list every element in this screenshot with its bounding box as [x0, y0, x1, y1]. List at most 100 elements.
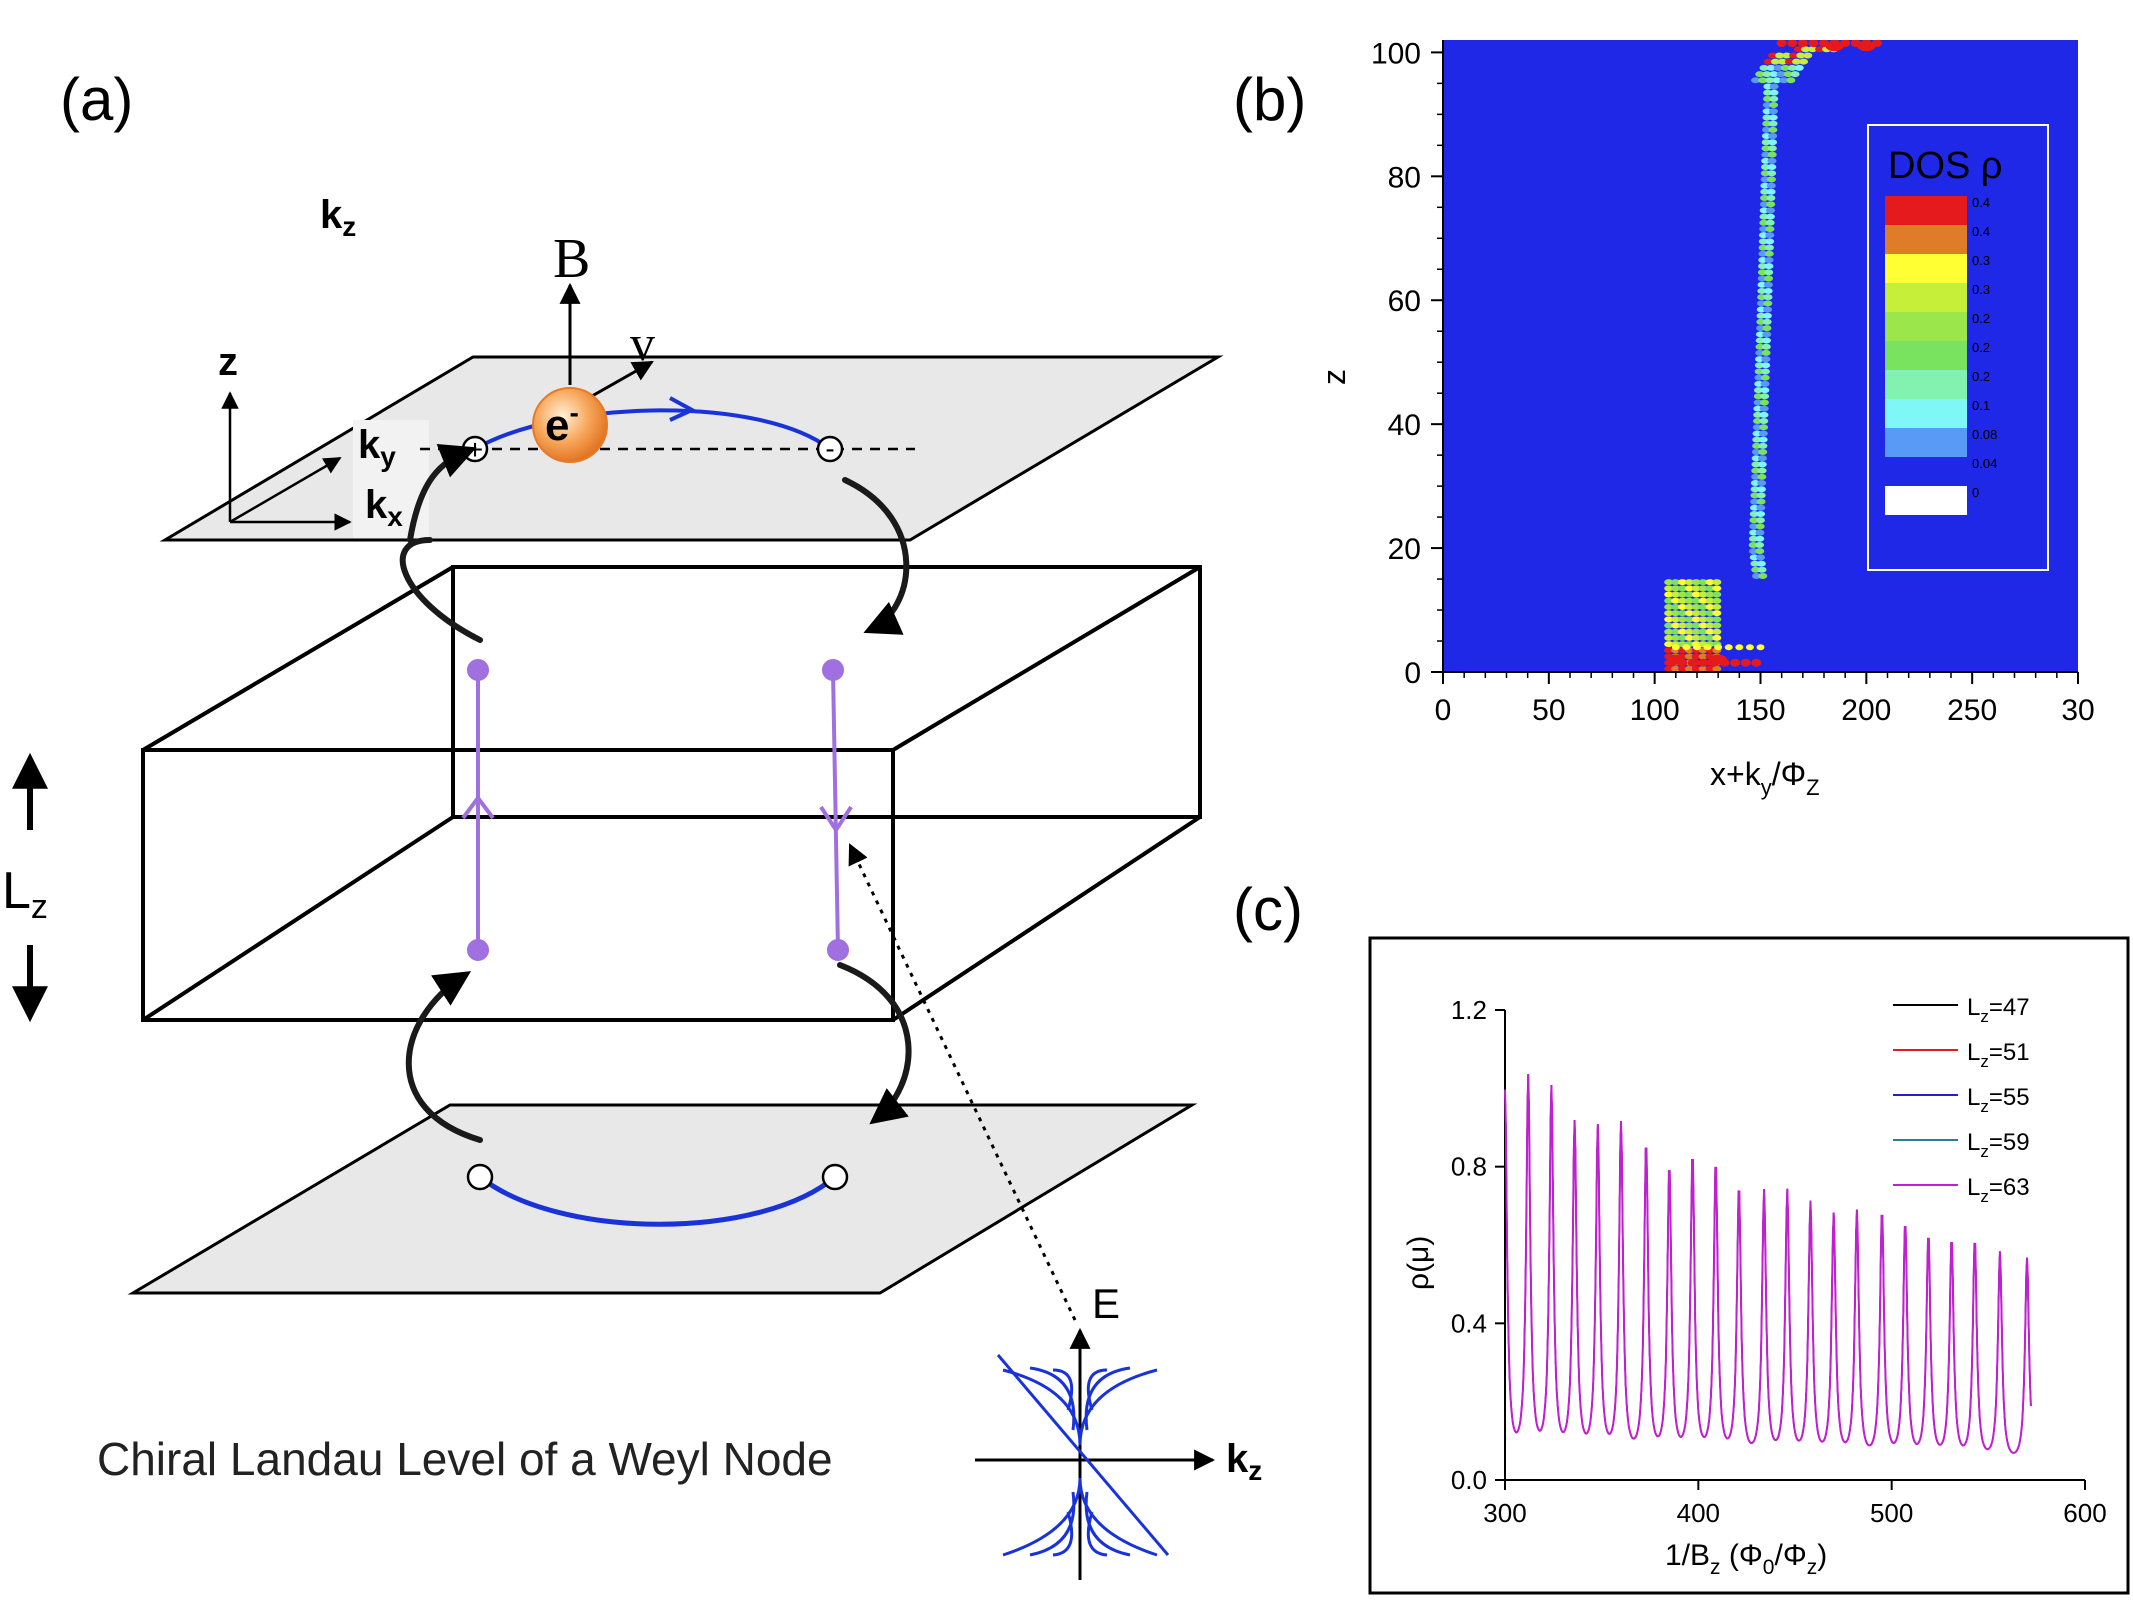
dos-warm-cell — [1745, 644, 1754, 651]
dos-cell — [1691, 628, 1701, 635]
dos-warm-cell — [1714, 644, 1723, 651]
dos-cell — [1684, 653, 1694, 660]
dos-cell — [1755, 517, 1765, 524]
dos-cell — [1671, 622, 1681, 629]
dos-cell — [1698, 603, 1708, 610]
dos-cell — [1755, 523, 1765, 530]
dos-cell — [1769, 102, 1779, 109]
dos-cell — [1749, 554, 1759, 561]
dos-hot-cell — [1840, 40, 1851, 48]
dos-cell — [1750, 492, 1760, 499]
dos-cell — [1764, 250, 1774, 257]
panel-a-caption: Chiral Landau Level of a Weyl Node — [97, 1433, 833, 1485]
dos-cell — [1752, 442, 1762, 449]
dos-cell — [1760, 393, 1770, 400]
heatmap-y-tick-label: 80 — [1388, 161, 1421, 194]
colorbar-swatch — [1885, 283, 1967, 312]
dos-cell — [1712, 579, 1722, 586]
dos-cell — [1764, 275, 1774, 282]
momentum-axes — [221, 391, 352, 531]
dos-cell — [1684, 616, 1694, 623]
dos-cell — [1756, 511, 1766, 517]
dos-cell — [1753, 405, 1763, 412]
dos-cell — [1753, 393, 1763, 400]
dos-hot-cell — [1719, 658, 1730, 667]
dos-cell — [1754, 380, 1764, 387]
legend-label: Lz=55 — [1967, 1084, 2030, 1116]
heatmap-x-tick-label: 150 — [1735, 694, 1785, 727]
heatmap-xlabel: x+ky/ΦZ — [1710, 756, 1820, 800]
weyl-node-minus: - — [816, 433, 844, 464]
line-plot-y-ticks: 0.00.40.81.2 — [1451, 995, 1505, 1495]
legend-label: Lz=59 — [1967, 1129, 2030, 1161]
dos-cell — [1712, 591, 1722, 598]
dos-cell — [1756, 492, 1766, 499]
line-plot-x-tick-label: 600 — [2063, 1498, 2106, 1528]
dos-hot-cell — [1698, 658, 1709, 667]
lz-label: Lz — [2, 862, 48, 926]
colorbar-level-label: 0.2 — [1972, 311, 1990, 326]
dos-cell — [1767, 164, 1777, 171]
dos-cell — [1758, 449, 1768, 456]
dos-cell — [1751, 455, 1761, 462]
dos-cell — [1698, 579, 1708, 586]
line-plot-y-tick-label: 1.2 — [1451, 995, 1487, 1025]
dos-cell — [1664, 610, 1674, 617]
dos-cell — [1705, 585, 1715, 592]
dos-cell — [1691, 585, 1701, 592]
dos-cell — [1791, 58, 1801, 65]
dos-cell — [1753, 411, 1763, 418]
dos-cell — [1705, 622, 1715, 629]
dos-cell — [1749, 529, 1759, 536]
colorbar-swatch — [1885, 225, 1967, 254]
dos-cell — [1698, 597, 1708, 604]
dos-cell — [1759, 64, 1769, 71]
dos-cell — [1767, 151, 1777, 158]
dos-cell — [1759, 424, 1769, 431]
dos-cell — [1677, 597, 1687, 604]
dos-cell — [1705, 634, 1715, 641]
dos-cell — [1664, 603, 1674, 610]
dos-cell — [1698, 665, 1708, 672]
dos-cell — [1757, 480, 1767, 487]
dos-cell — [1786, 77, 1796, 84]
velocity-arrow — [584, 360, 654, 402]
dos-warm-cell — [1682, 644, 1691, 651]
dos-cell — [1671, 585, 1681, 592]
dos-cell — [1698, 591, 1708, 598]
dos-hot-cell — [1708, 658, 1719, 667]
dos-cell — [1815, 46, 1825, 53]
dos-cell — [1755, 343, 1765, 350]
dos-cell — [1664, 591, 1674, 598]
dos-cell — [1698, 610, 1708, 617]
dos-cell — [1664, 597, 1674, 604]
line-plot-x-tick-label: 500 — [1870, 1498, 1913, 1528]
dos-cell — [1677, 665, 1687, 672]
dos-cell — [1691, 622, 1701, 629]
line-plot-y-tick-label: 0.4 — [1451, 1308, 1487, 1338]
dos-cell — [1763, 300, 1773, 307]
legend-label: Lz=51 — [1967, 1039, 2030, 1071]
dos-cell — [1751, 572, 1761, 579]
dos-cell — [1671, 579, 1681, 586]
dos-cell — [1758, 250, 1768, 257]
bottom-node-right — [821, 1163, 849, 1191]
dos-cell — [1664, 622, 1674, 629]
colorbar-level-label: 0.1 — [1972, 398, 1990, 413]
dos-cell — [1760, 380, 1770, 387]
dos-hot-cell — [1666, 658, 1677, 667]
dos-cell — [1712, 628, 1722, 635]
dos-cell — [1760, 182, 1770, 189]
dos-cell — [1705, 665, 1715, 672]
dos-cell — [1762, 71, 1772, 78]
dos-cell — [1757, 566, 1767, 573]
dos-cell — [1758, 442, 1768, 449]
dos-cell — [1765, 225, 1775, 232]
dos-cell — [1761, 157, 1771, 164]
chiral-level-left — [461, 659, 495, 961]
dos-hot-cell — [1730, 658, 1741, 667]
dos-cell — [1758, 263, 1768, 270]
dos-cell — [1750, 486, 1760, 493]
heatmap-y-tick-label: 40 — [1388, 409, 1421, 442]
